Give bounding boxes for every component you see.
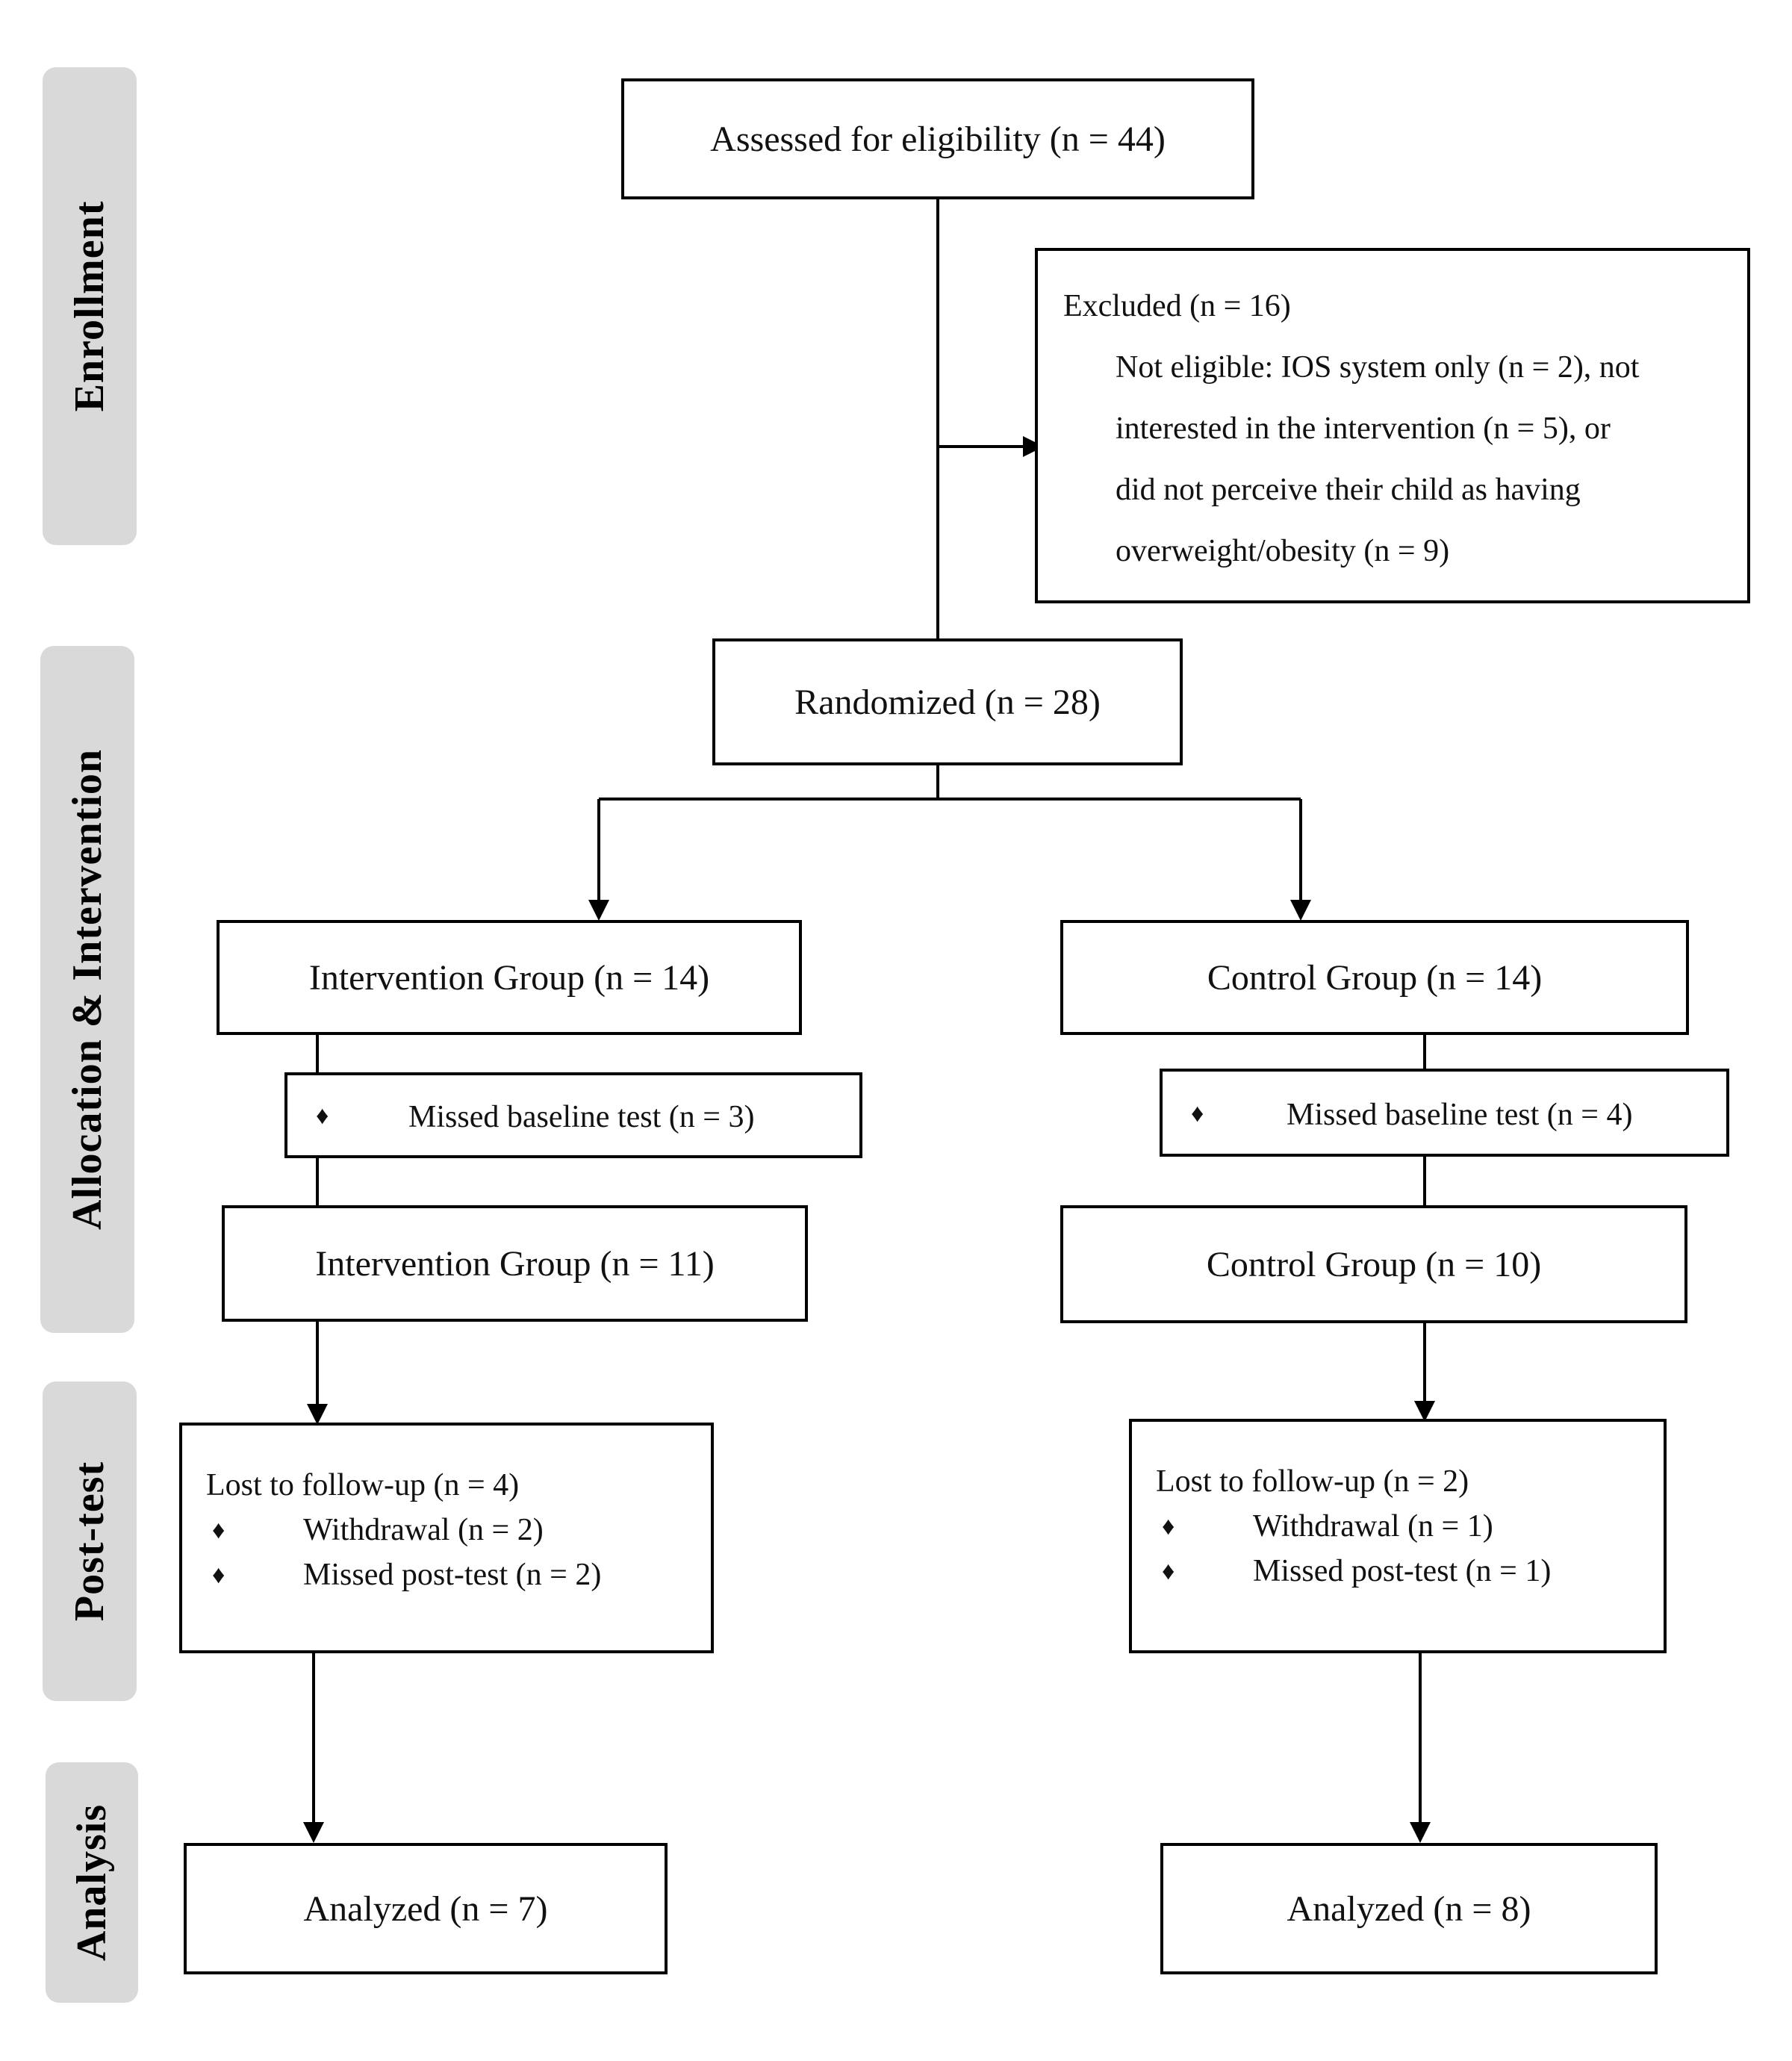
bullet-diamond-icon: ♦ [316, 1102, 329, 1130]
excluded-line-2: interested in the intervention (n = 5), … [1116, 411, 1611, 446]
intervention-lost-title: Lost to follow-up (n = 4) [206, 1468, 520, 1502]
stage-tab-analysis: Analysis [46, 1762, 138, 2003]
bullet-diamond-icon: ♦ [212, 1517, 225, 1544]
stage-tab-allocation: Allocation & Intervention [40, 646, 134, 1333]
control-analyzed-box: Analyzed (n = 8) [1160, 1843, 1658, 1974]
intervention-withdrawal: Withdrawal (n = 2) [303, 1513, 544, 1547]
arrowhead-control-posttest [1414, 1401, 1435, 1422]
excluded-line-3: did not perceive their child as having [1116, 473, 1581, 507]
stage-tab-posttest: Post-test [43, 1381, 137, 1701]
arrowhead-intervention [588, 900, 609, 921]
bullet-diamond-icon: ♦ [1191, 1100, 1204, 1128]
intervention-group-after-box: Intervention Group (n = 11) [222, 1205, 808, 1322]
arrowhead-excluded [1023, 436, 1044, 457]
intervention-group-box: Intervention Group (n = 14) [217, 920, 802, 1035]
control-lost-title: Lost to follow-up (n = 2) [1156, 1464, 1469, 1499]
intervention-analyzed-text: Analyzed (n = 7) [303, 1889, 548, 1929]
intervention-lost-box: Lost to follow-up (n = 4) ♦ Withdrawal (… [179, 1423, 714, 1653]
arrowhead-intervention-analysis [303, 1822, 324, 1843]
control-missed-baseline-text: Missed baseline test (n = 4) [1287, 1098, 1633, 1132]
control-lost-box: Lost to follow-up (n = 2) ♦ Withdrawal (… [1129, 1419, 1667, 1653]
intervention-missed-post: Missed post-test (n = 2) [303, 1558, 602, 1592]
stage-tab-enrollment: Enrollment [43, 67, 137, 545]
excluded-box: Excluded (n = 16) Not eligible: IOS syst… [1035, 248, 1750, 603]
intervention-missed-baseline-text: Missed baseline test (n = 3) [408, 1100, 755, 1134]
control-group-after-box: Control Group (n = 10) [1060, 1205, 1687, 1323]
intervention-missed-baseline-box: ♦ Missed baseline test (n = 3) [284, 1072, 862, 1158]
control-group-box: Control Group (n = 14) [1060, 920, 1689, 1035]
control-group-text: Control Group (n = 14) [1207, 957, 1543, 998]
excluded-line-4: overweight/obesity (n = 9) [1116, 534, 1450, 568]
bullet-diamond-icon: ♦ [1162, 1558, 1175, 1585]
arrowhead-control [1290, 900, 1311, 921]
bullet-diamond-icon: ♦ [1162, 1513, 1175, 1541]
control-missed-post: Missed post-test (n = 1) [1253, 1554, 1552, 1588]
control-group-after-text: Control Group (n = 10) [1206, 1244, 1542, 1284]
arrowhead-intervention-posttest [307, 1404, 328, 1425]
randomized-box: Randomized (n = 28) [712, 638, 1183, 765]
control-withdrawal: Withdrawal (n = 1) [1253, 1509, 1493, 1544]
bullet-diamond-icon: ♦ [212, 1561, 225, 1589]
assessed-text: Assessed for eligibility (n = 44) [710, 119, 1166, 159]
excluded-line-1: Not eligible: IOS system only (n = 2), n… [1116, 350, 1640, 385]
control-analyzed-text: Analyzed (n = 8) [1287, 1889, 1531, 1929]
randomized-text: Randomized (n = 28) [794, 682, 1101, 722]
arrowhead-control-analysis [1410, 1822, 1431, 1843]
intervention-analyzed-box: Analyzed (n = 7) [184, 1843, 668, 1974]
assessed-box: Assessed for eligibility (n = 44) [621, 78, 1254, 199]
control-missed-baseline-box: ♦ Missed baseline test (n = 4) [1160, 1069, 1729, 1157]
intervention-group-text: Intervention Group (n = 14) [308, 957, 710, 998]
intervention-group-after-text: Intervention Group (n = 11) [315, 1243, 715, 1284]
excluded-title: Excluded (n = 16) [1063, 289, 1291, 323]
